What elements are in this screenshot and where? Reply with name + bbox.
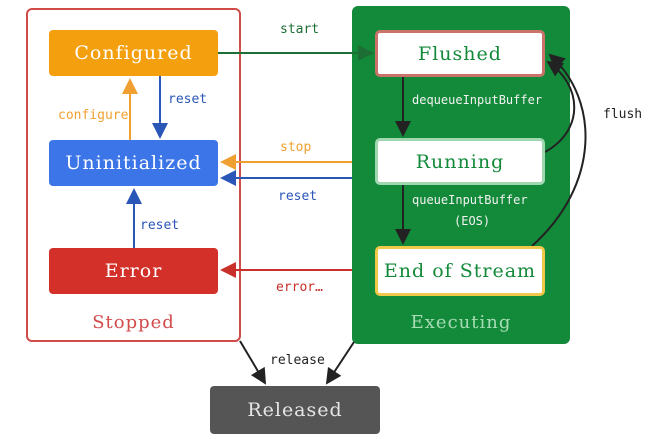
state-end-of-stream: End of Stream xyxy=(375,246,545,296)
label-stop: stop xyxy=(280,140,312,155)
label-start: start xyxy=(280,22,320,37)
arrow-flush-eos xyxy=(531,53,587,247)
state-flushed: Flushed xyxy=(375,30,545,77)
state-released: Released xyxy=(210,386,380,434)
label-error: error… xyxy=(276,280,323,295)
label-eos: (EOS) xyxy=(454,214,491,228)
arrow-release-stopped xyxy=(239,340,267,385)
state-error: Error xyxy=(49,248,218,294)
arrow-flush-running xyxy=(544,60,576,153)
state-running: Running xyxy=(375,138,545,185)
stopped-group-label: Stopped xyxy=(92,312,175,333)
label-dequeue: dequeueInputBuffer xyxy=(412,93,543,107)
executing-group-label: Executing xyxy=(410,312,512,333)
label-reset-exec: reset xyxy=(278,189,318,204)
label-flush: flush xyxy=(603,107,643,122)
label-configure: configure xyxy=(58,108,129,123)
label-release: release xyxy=(270,353,325,368)
label-reset-error: reset xyxy=(140,218,180,233)
label-queue: queueInputBuffer xyxy=(412,193,528,207)
arrow-release-exec xyxy=(325,341,355,385)
label-reset-config: reset xyxy=(168,92,208,107)
state-uninitialized: Uninitialized xyxy=(49,140,218,186)
state-configured: Configured xyxy=(49,30,218,76)
